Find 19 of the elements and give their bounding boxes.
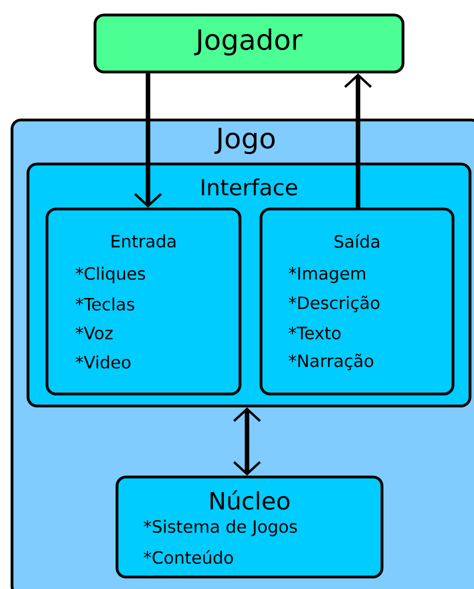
list-item: *Teclas xyxy=(76,297,134,311)
list-item: *Descrição xyxy=(288,296,380,312)
list-item: *Imagem xyxy=(288,266,366,284)
box-title: Jogador xyxy=(194,28,302,56)
list-item: *Cliques xyxy=(76,266,146,284)
arrow xyxy=(344,73,372,208)
list-item: *Conteúdo xyxy=(144,550,233,564)
list-item: *Video xyxy=(76,355,130,369)
box-title: Núcleo xyxy=(210,490,290,510)
arrow xyxy=(233,407,261,476)
box-title: Entrada xyxy=(112,234,176,248)
list-item: *Voz xyxy=(76,326,113,340)
box-title: Jogo xyxy=(214,128,275,154)
box-title: Saída xyxy=(334,234,380,248)
list-item: *Narração xyxy=(288,354,374,370)
list-item: *Sistema de Jogos xyxy=(144,520,297,536)
list-item: *Texto xyxy=(288,326,341,340)
box-title: Interface xyxy=(202,178,298,196)
arrow xyxy=(134,73,162,208)
